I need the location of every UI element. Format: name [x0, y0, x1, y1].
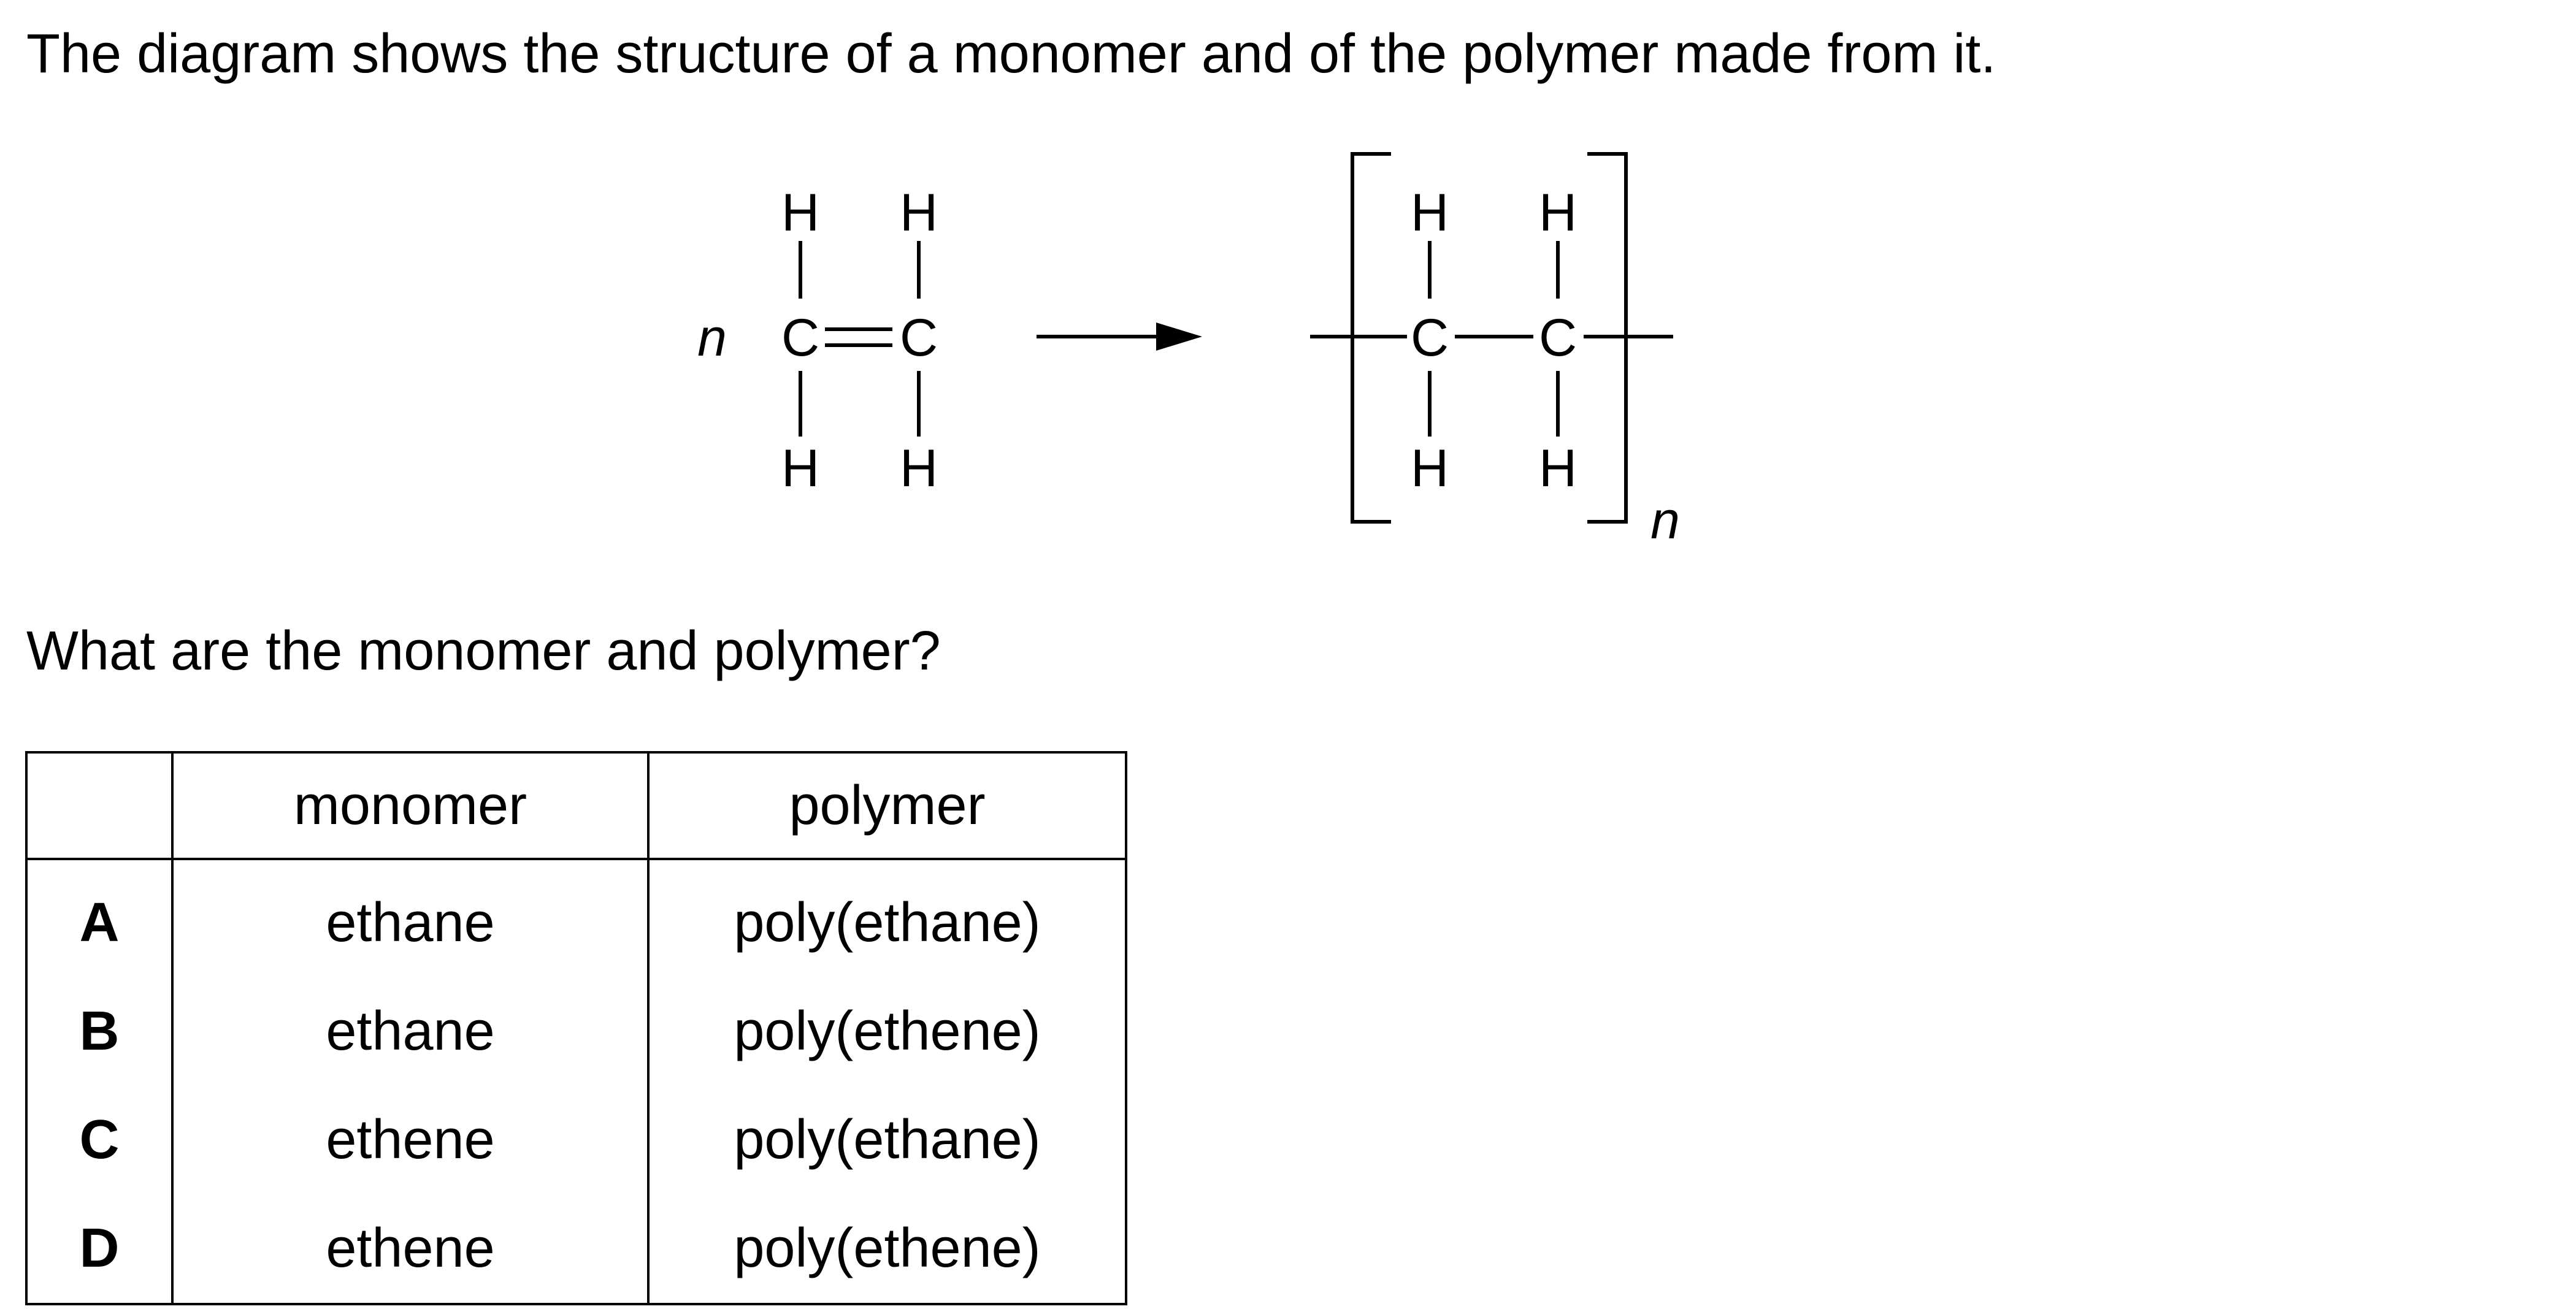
option-polymer: poly(ethene) [647, 1194, 1127, 1305]
polymer-h-bottom-left: H [1411, 439, 1449, 498]
polymer-h-top-right: H [1539, 183, 1577, 242]
table-header-row: monomer polymer [25, 751, 1127, 860]
question-prompt: What are the monomer and polymer? [26, 620, 941, 682]
monomer-coefficient-n: n [697, 308, 727, 367]
polymer-bonds [1310, 241, 1673, 437]
polymer-c-left: C [1411, 308, 1449, 367]
option-polymer: poly(ethane) [647, 1086, 1127, 1194]
option-letter: A [25, 859, 174, 977]
monomer-h-bottom-left: H [781, 439, 819, 498]
monomer-bonds [799, 241, 921, 437]
monomer-h-bottom-right: H [900, 439, 938, 498]
monomer-c-left: C [781, 308, 819, 367]
option-polymer: poly(ethene) [647, 977, 1127, 1086]
option-monomer: ethane [171, 977, 650, 1086]
polymerisation-diagram: n H H C C H H H H C C H H [697, 152, 1680, 550]
option-monomer: ethene [171, 1086, 650, 1194]
header-monomer: monomer [171, 751, 650, 860]
monomer-h-top-right: H [900, 183, 938, 242]
option-letter: C [25, 1086, 174, 1194]
option-row-c[interactable]: C ethene poly(ethane) [25, 1086, 1127, 1194]
monomer-c-right: C [900, 308, 938, 367]
header-polymer: polymer [647, 751, 1127, 860]
monomer-structure: n H H C C H H [697, 183, 938, 498]
option-monomer: ethene [171, 1194, 650, 1305]
option-letter: B [25, 977, 174, 1086]
polymer-c-right: C [1539, 308, 1577, 367]
polymer-structure: H H C C H H n [1310, 152, 1680, 550]
option-letter: D [25, 1194, 174, 1305]
option-row-b[interactable]: B ethane poly(ethene) [25, 977, 1127, 1086]
option-polymer: poly(ethane) [647, 859, 1127, 977]
polymer-h-top-left: H [1411, 183, 1449, 242]
answer-options-table: monomer polymer A ethane poly(ethane) B … [25, 751, 1127, 1305]
polymer-h-bottom-right: H [1539, 439, 1577, 498]
monomer-h-top-left: H [781, 183, 819, 242]
option-row-a[interactable]: A ethane poly(ethane) [25, 859, 1127, 977]
header-letter [25, 751, 174, 860]
option-monomer: ethane [171, 859, 650, 977]
reaction-arrow [1037, 322, 1202, 351]
question-intro: The diagram shows the structure of a mon… [26, 23, 1996, 85]
polymer-subscript-n: n [1650, 491, 1680, 550]
option-row-d[interactable]: D ethene poly(ethene) [25, 1194, 1127, 1305]
